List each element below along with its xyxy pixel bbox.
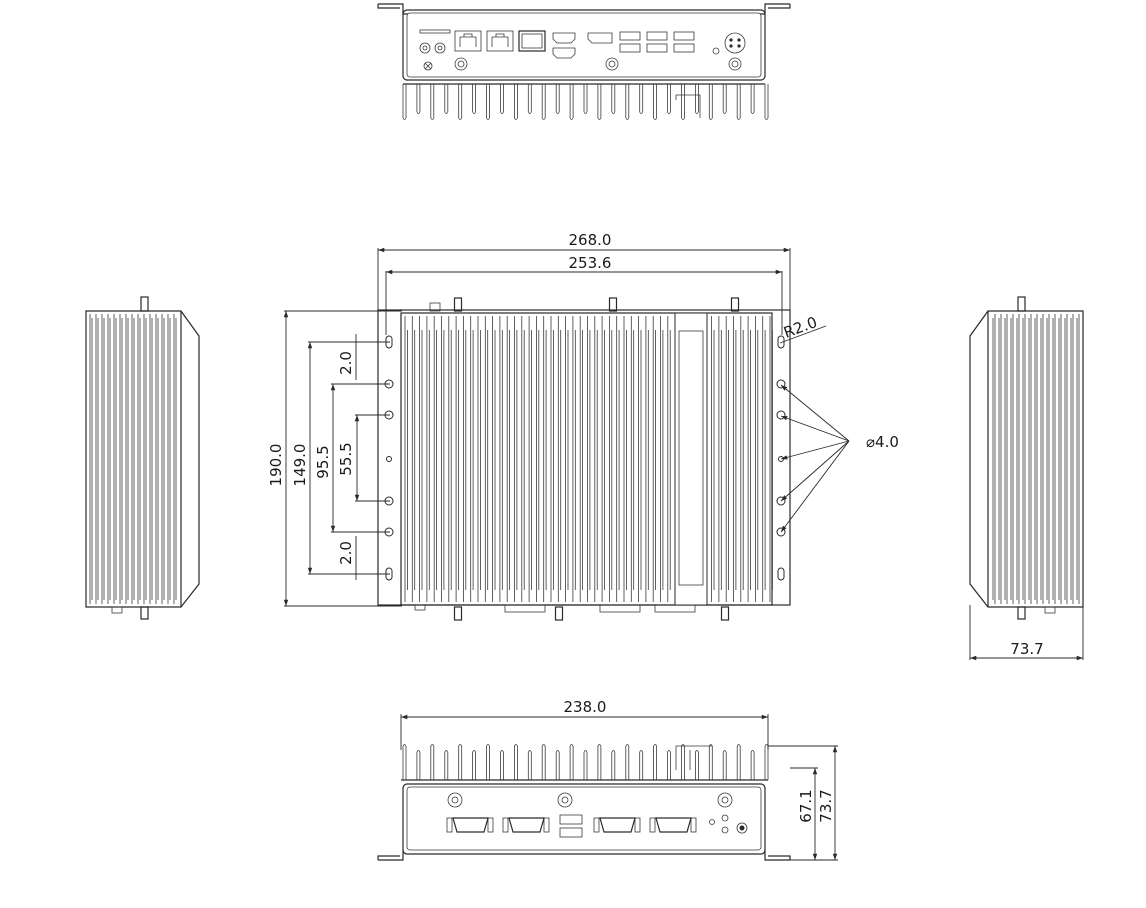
audio-jack-icon xyxy=(434,42,446,54)
card-slot-icon xyxy=(419,29,451,34)
usb-port-icon xyxy=(559,814,583,838)
dim-inner-span-outer: 95.5 xyxy=(314,445,332,478)
heatsink-fins xyxy=(404,316,773,602)
heatsink-fins xyxy=(89,314,177,604)
mounting-holes xyxy=(384,335,786,581)
antenna-connector-icon xyxy=(605,57,619,71)
rear-io-view xyxy=(377,3,791,120)
antenna-connector-icon xyxy=(728,57,742,71)
lan-port-icon xyxy=(518,30,546,52)
antenna-connector-icon xyxy=(414,297,740,621)
displayport-icon xyxy=(587,32,613,44)
dim-body-height: 67.1 xyxy=(797,789,815,822)
heatsink-fins xyxy=(402,84,769,120)
lan-port-icon xyxy=(454,30,482,52)
antenna-connector-icon xyxy=(557,792,573,808)
dim-front-width: 238.0 xyxy=(564,698,607,716)
heatsink-fins xyxy=(992,314,1080,604)
dim-slot-top: 2.0 xyxy=(337,351,355,375)
dimension-lines xyxy=(283,247,1084,861)
lan-port-icon xyxy=(486,30,514,52)
antenna-connector-icon xyxy=(447,792,463,808)
serial-port-icon xyxy=(649,817,697,833)
serial-port-icon xyxy=(502,817,550,833)
serial-port-icon xyxy=(446,817,494,833)
hdmi-port-icon xyxy=(552,32,576,44)
usb-port-grid-icon xyxy=(619,31,695,53)
dim-hole-span-depth: 149.0 xyxy=(291,444,309,487)
front-io-view xyxy=(377,744,791,861)
dc-power-connector-icon xyxy=(724,32,746,54)
audio-jack-icon xyxy=(419,42,431,54)
dim-slot-bottom: 2.0 xyxy=(337,541,355,565)
ground-screw-icon xyxy=(423,61,433,71)
serial-port-icon xyxy=(593,817,641,833)
heatsink-fins xyxy=(402,744,769,780)
dim-corner-radius: R2.0 xyxy=(781,313,819,342)
dim-overall-width: 268.0 xyxy=(569,231,612,249)
dim-overall-depth: 190.0 xyxy=(267,444,285,487)
dim-hole-diameter: ⌀4.0 xyxy=(866,433,899,451)
dim-side-width: 73.7 xyxy=(1010,640,1043,658)
dim-hole-span-width: 253.6 xyxy=(569,254,612,272)
dim-inner-span-inner: 55.5 xyxy=(337,442,355,475)
hdmi-port-icon xyxy=(552,47,576,59)
dim-total-height: 73.7 xyxy=(817,789,835,822)
top-view xyxy=(377,297,791,621)
antenna-connector-icon xyxy=(454,57,468,71)
antenna-connector-icon xyxy=(717,792,733,808)
power-button-icon xyxy=(736,822,748,834)
left-side-view xyxy=(85,296,200,620)
right-side-view xyxy=(969,296,1084,620)
led-indicator-icon xyxy=(709,814,729,834)
